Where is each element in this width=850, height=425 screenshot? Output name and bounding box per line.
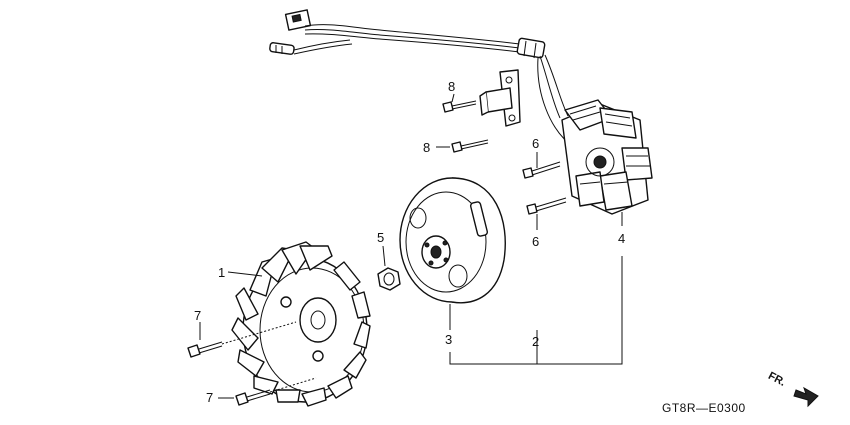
pulser-coil-bracket [479,69,521,127]
flywheel-nut-icon [377,267,401,291]
callout-stator: 4 [618,231,625,246]
fan-bolt-lower-icon [235,389,271,406]
front-direction-marker: FR. [766,370,819,408]
callout-fan-bolt-lower: 7 [206,390,213,405]
pulser-bolt-lower-icon [451,139,489,153]
front-arrow-icon [793,386,819,408]
stator-coil-assembly [561,99,653,215]
harness-bullet-connector [269,42,295,55]
callout-fan-cover: 1 [218,265,225,280]
cooling-fan [231,241,371,407]
callout-stator-bolt-upper: 6 [532,136,539,151]
callout-pulser-bolt-upper: 8 [448,79,455,94]
figure-code: GT8R—E0300 [662,401,746,415]
front-marker-label: FR. [766,370,787,389]
callout-flywheel-assembly: 2 [532,334,539,349]
callout-flywheel: 3 [445,332,452,347]
callout-nut: 5 [377,230,384,245]
stator-bolt-upper-icon [522,161,561,179]
flywheel [399,177,506,304]
wire-harness [269,9,576,149]
callout-stator-bolt-lower: 6 [532,234,539,249]
fan-bolt-upper-icon [187,341,223,358]
stator-bolt-lower-icon [526,197,567,215]
callout-fan-bolt-upper: 7 [194,308,201,323]
pulser-bolt-upper-icon [442,100,477,113]
harness-grommet [516,37,546,59]
harness-connector-block [284,9,312,31]
callout-pulser-bolt-lower: 8 [423,140,430,155]
leader-lines [199,93,623,399]
